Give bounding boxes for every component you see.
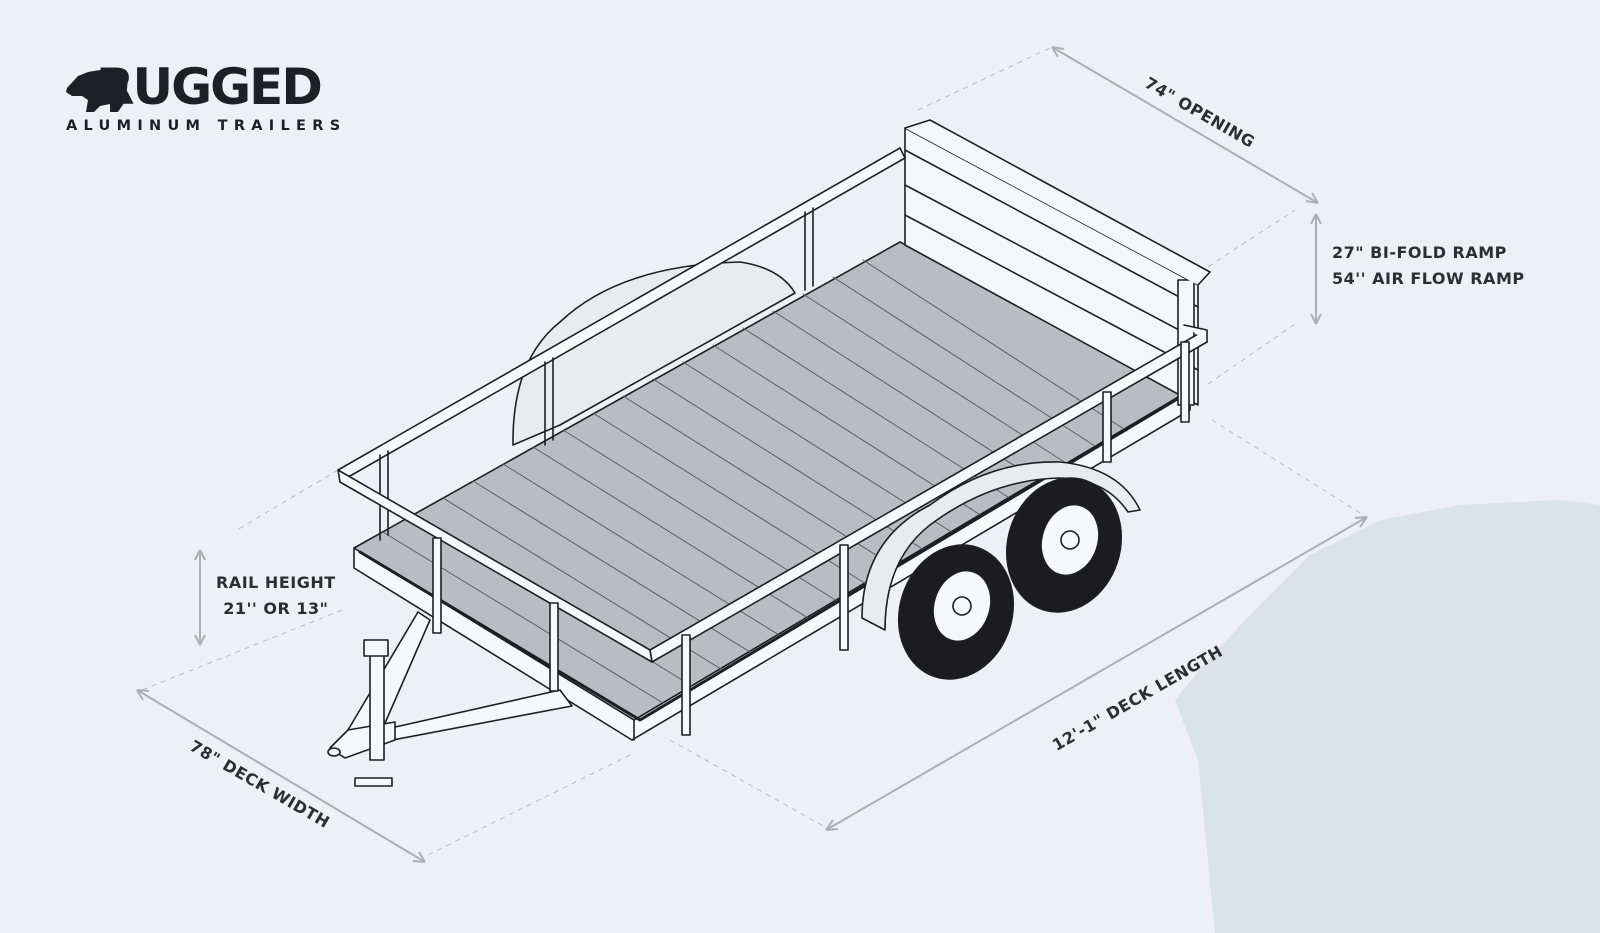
- near-rail: [337, 324, 1208, 736]
- tongue-frame: [347, 611, 573, 746]
- brand-logo: RUGGED: [96, 58, 323, 116]
- dimension-rail-height-label: RAIL HEIGHT: [216, 573, 336, 592]
- bear-watermark-icon: [1175, 500, 1600, 933]
- dimension-ramp-bifold: 27" BI-FOLD RAMP: [1332, 243, 1507, 262]
- right-fender: [861, 461, 1141, 631]
- dimension-ramp-airflow: 54'' AIR FLOW RAMP: [1332, 269, 1525, 288]
- dimension-rail-height: RAIL HEIGHT 21'' OR 13": [216, 570, 336, 622]
- bear-logo-icon: [66, 70, 128, 112]
- extension-lines: [136, 47, 1366, 856]
- tongue-jack: [369, 649, 385, 761]
- brand-tagline: ALUMINUM TRAILERS: [66, 118, 347, 134]
- trailer: [327, 119, 1211, 787]
- dimension-ramp: 27" BI-FOLD RAMP 54'' AIR FLOW RAMP: [1332, 240, 1525, 292]
- dimension-rail-height-value: 21'' OR 13": [223, 599, 329, 618]
- wheels: [897, 477, 1123, 680]
- dimension-lines: [136, 46, 1368, 863]
